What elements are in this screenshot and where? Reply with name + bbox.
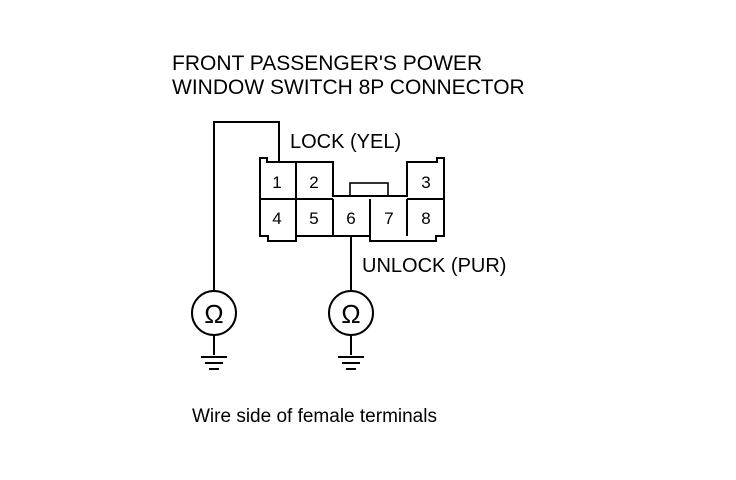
ohm-symbol: Ω <box>341 299 360 329</box>
connector-8p <box>259 157 445 242</box>
pin-6-label: 6 <box>346 209 355 228</box>
pin-4-label: 4 <box>272 209 281 228</box>
ground-icon <box>338 356 364 370</box>
pin-5-label: 5 <box>309 209 318 228</box>
pin-2-label: 2 <box>309 173 318 192</box>
unlock-wire-label: UNLOCK (PUR) <box>362 255 506 277</box>
ground-icon <box>201 356 227 370</box>
diagram-caption: Wire side of female terminals <box>192 406 437 427</box>
connector-title-line-2: WINDOW SWITCH 8P CONNECTOR <box>172 76 525 99</box>
pin-1-label: 1 <box>272 173 281 192</box>
ohmmeter-unlock: Ω <box>328 290 374 370</box>
pin-7-label: 7 <box>384 209 393 228</box>
ohmmeter-lock: Ω <box>191 290 237 370</box>
lock-wire-label: LOCK (YEL) <box>290 131 401 153</box>
connector-title-line-1: FRONT PASSENGER'S POWER <box>172 52 482 75</box>
pin-3-label: 3 <box>421 173 430 192</box>
connector-lock-tab <box>349 182 389 197</box>
connector-housing-outline <box>259 157 445 242</box>
pin-8-label: 8 <box>421 209 430 228</box>
ohm-symbol: Ω <box>204 299 223 329</box>
lock-wire <box>213 121 280 290</box>
